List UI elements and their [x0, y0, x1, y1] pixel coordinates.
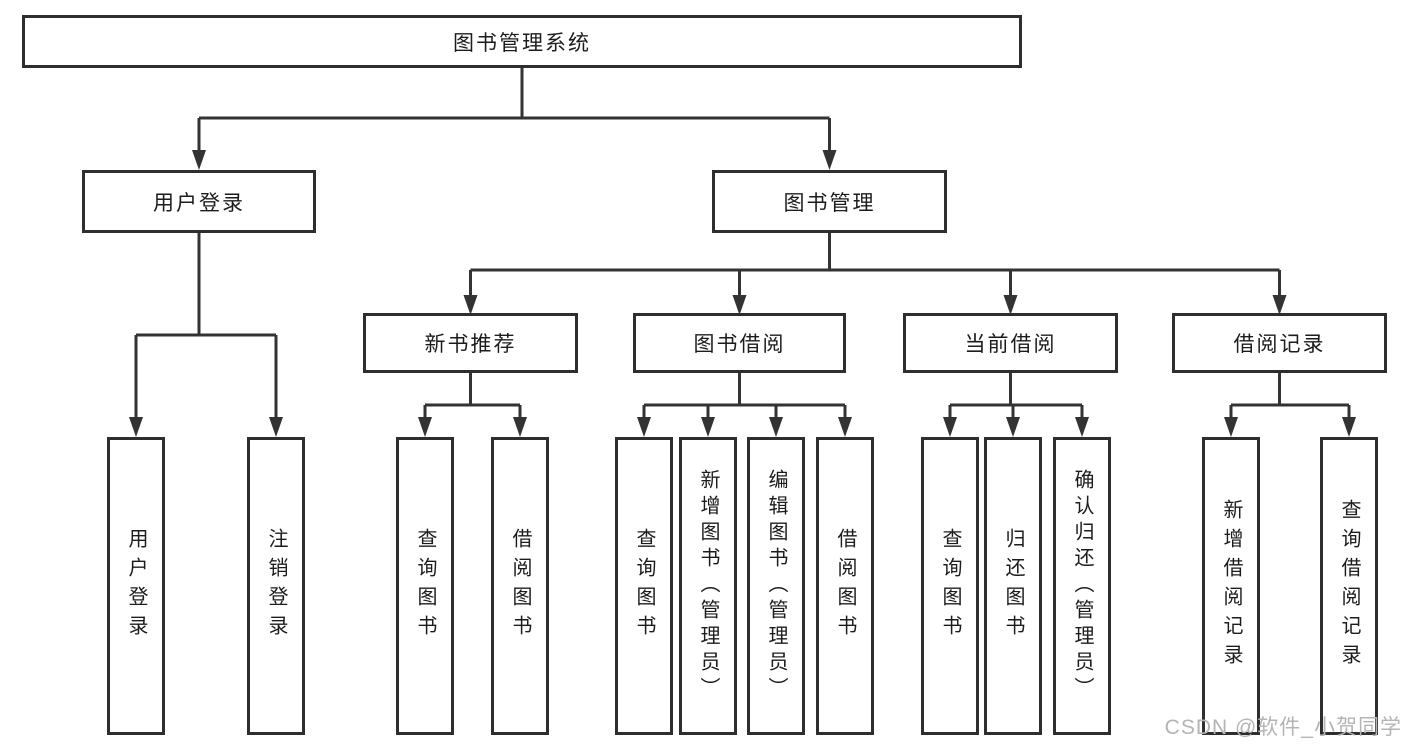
node-new-book-recommendation: 新书推荐 — [363, 313, 578, 373]
leaf-logout: 注销登录 — [247, 437, 305, 735]
node-book-borrowing-label: 图书借阅 — [693, 333, 786, 356]
node-user-login: 用户登录 — [82, 170, 316, 233]
leaf-query-books-recommend-label: 查询图书 — [414, 528, 436, 644]
node-book-management: 图书管理 — [712, 170, 947, 233]
leaf-borrow-books-borrowing: 借阅图书 — [816, 437, 874, 735]
node-user-login-label: 用户登录 — [153, 191, 245, 215]
node-current-borrowing: 当前借阅 — [903, 313, 1118, 373]
leaf-user-login-label: 用户登录 — [125, 528, 147, 644]
leaf-query-books-recommend: 查询图书 — [396, 437, 454, 735]
node-book-management-label: 图书管理 — [783, 191, 876, 215]
leaf-edit-books-admin-label: 编辑图书（管理员） — [765, 469, 787, 703]
leaf-query-books-borrowing: 查询图书 — [615, 437, 673, 735]
node-library-system: 图书管理系统 — [22, 15, 1022, 68]
leaf-return-books: 归还图书 — [984, 437, 1042, 735]
leaf-logout-label: 注销登录 — [265, 528, 287, 644]
leaf-confirm-return-admin: 确认归还（管理员） — [1053, 437, 1111, 735]
leaf-borrow-books-borrowing-label: 借阅图书 — [834, 528, 856, 644]
leaf-add-borrow-record-label: 新增借阅记录 — [1220, 499, 1242, 673]
node-current-borrowing-label: 当前借阅 — [964, 333, 1057, 356]
leaf-edit-books-admin: 编辑图书（管理员） — [747, 437, 805, 735]
leaf-query-borrow-record-label: 查询借阅记录 — [1338, 499, 1360, 673]
leaf-borrow-books-recommend: 借阅图书 — [491, 437, 549, 735]
leaf-borrow-books-recommend-label: 借阅图书 — [509, 528, 531, 644]
node-book-borrowing: 图书借阅 — [633, 313, 846, 373]
leaf-return-books-label: 归还图书 — [1002, 528, 1024, 644]
leaf-query-books-current: 查询图书 — [921, 437, 979, 735]
leaf-user-login: 用户登录 — [107, 437, 165, 735]
node-borrowing-records: 借阅记录 — [1172, 313, 1387, 373]
leaf-confirm-return-admin-label: 确认归还（管理员） — [1071, 469, 1093, 703]
leaf-add-books-admin: 新增图书（管理员） — [679, 437, 737, 735]
node-library-system-label: 图书管理系统 — [453, 31, 591, 55]
leaf-add-borrow-record: 新增借阅记录 — [1202, 437, 1260, 735]
leaf-query-books-current-label: 查询图书 — [939, 528, 961, 644]
arrowheads — [129, 150, 1356, 437]
leaf-query-borrow-record: 查询借阅记录 — [1320, 437, 1378, 735]
leaf-query-books-borrowing-label: 查询图书 — [633, 528, 655, 644]
csdn-watermark: CSDN @软件_小贺同学 — [1164, 716, 1402, 739]
node-new-book-recommendation-label: 新书推荐 — [424, 333, 517, 356]
node-borrowing-records-label: 借阅记录 — [1233, 333, 1326, 356]
leaf-add-books-admin-label: 新增图书（管理员） — [697, 469, 719, 703]
